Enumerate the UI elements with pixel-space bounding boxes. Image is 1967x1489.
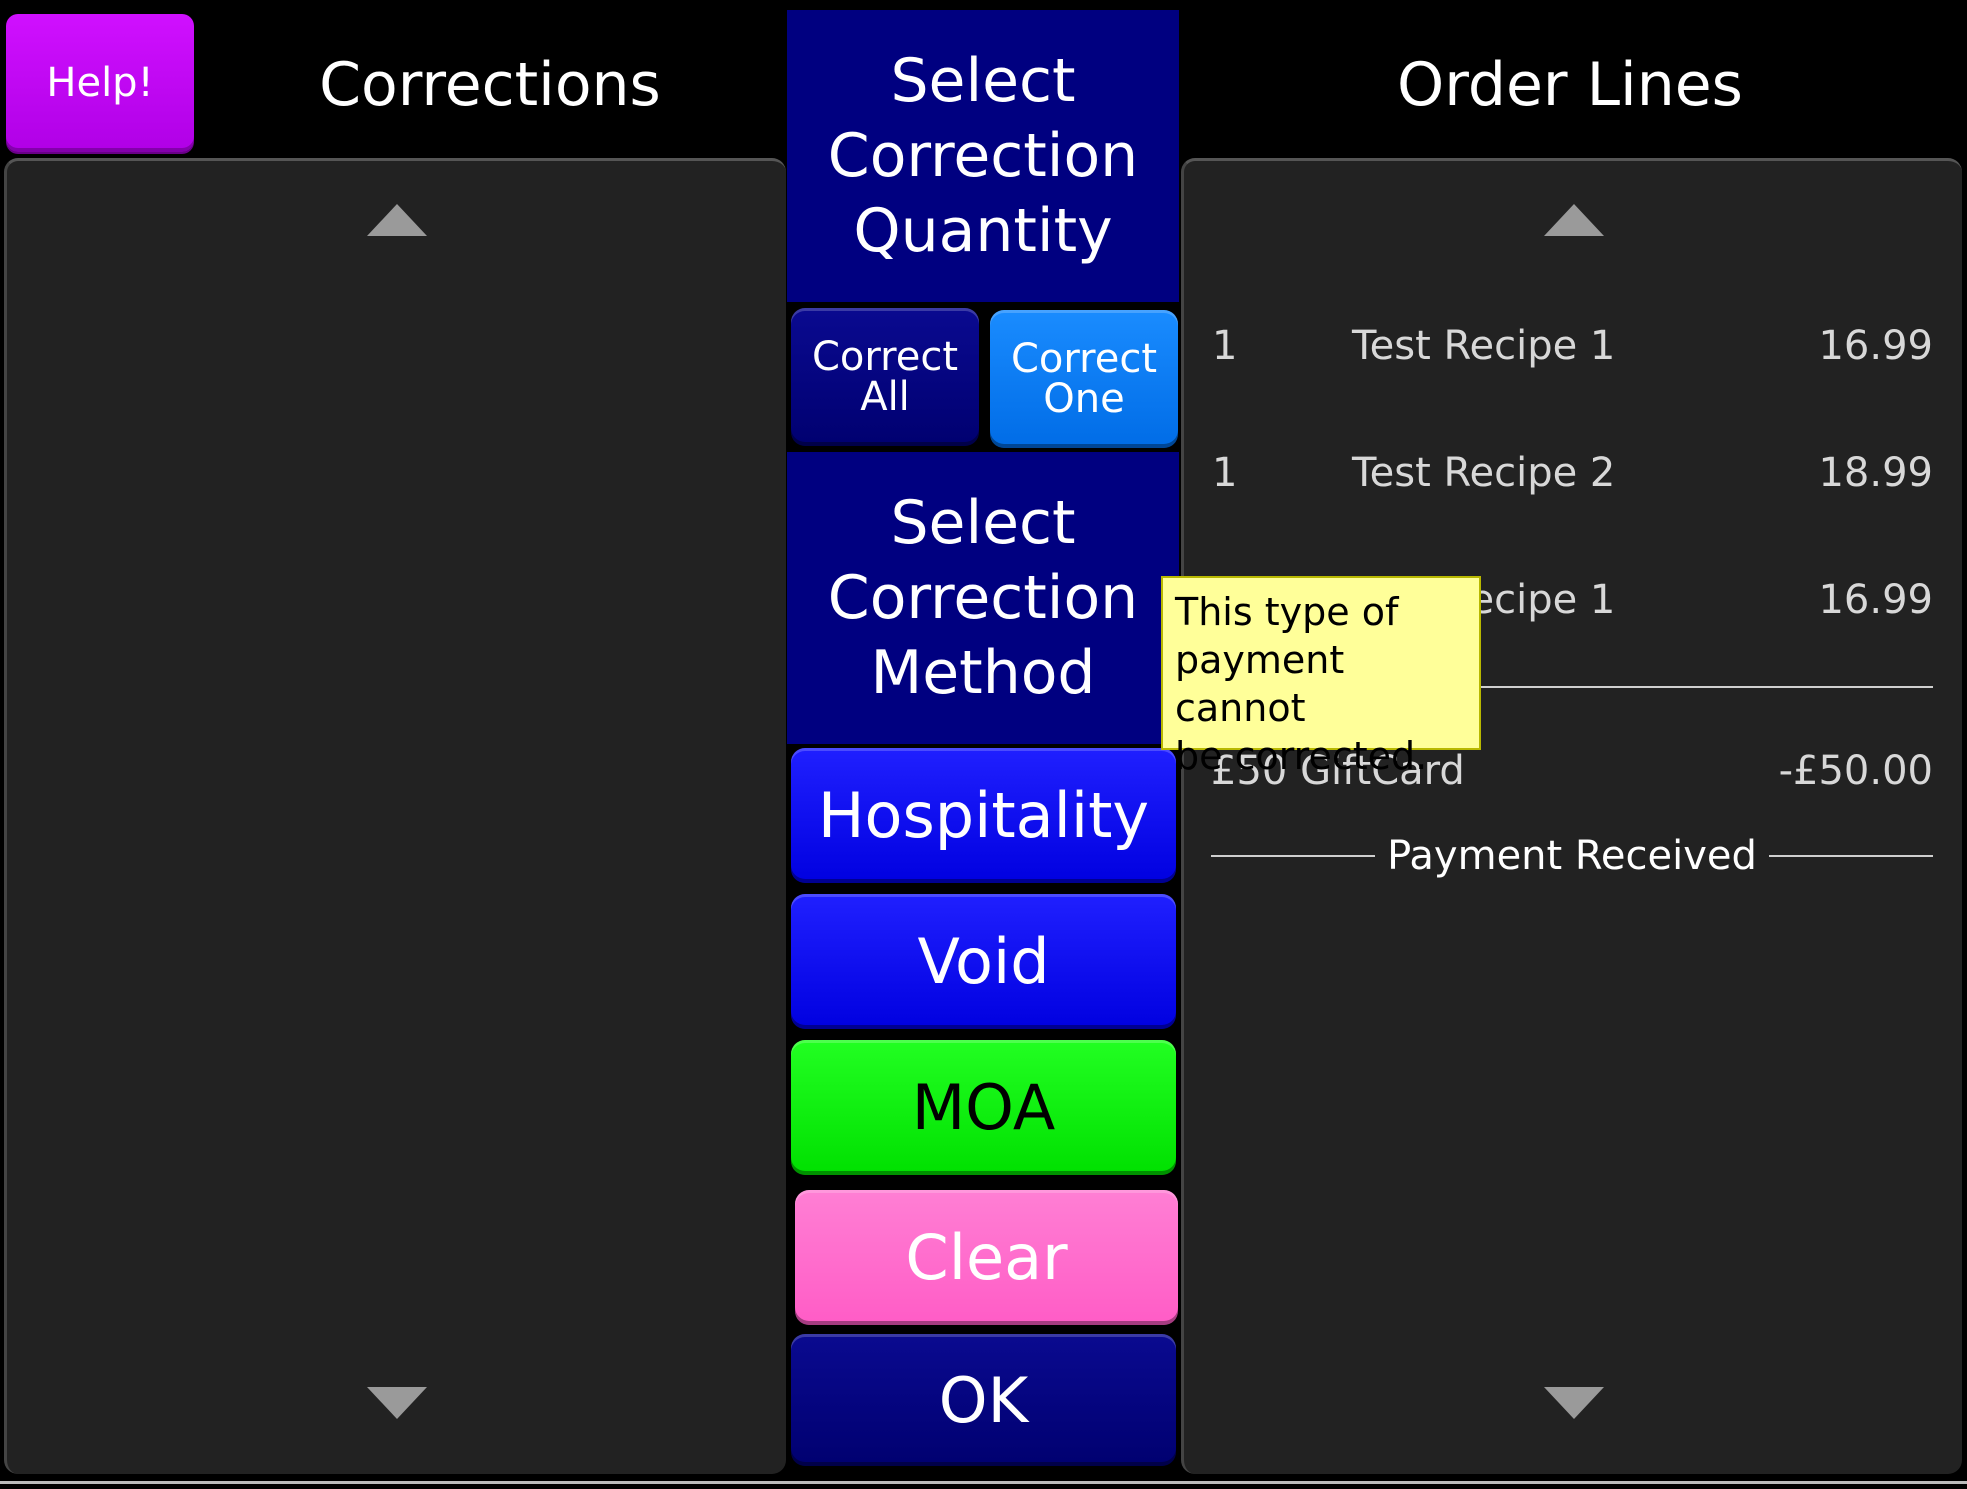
select-correction-method-header: Select Correction Method [787, 452, 1179, 744]
button-label-line: All [860, 374, 910, 420]
header-line: Correction [827, 120, 1139, 191]
scroll-down-icon[interactable] [1544, 1387, 1604, 1419]
payment-received-label: Payment Received [1387, 833, 1757, 879]
payment-name: £50 GiftCard [1211, 748, 1465, 794]
order-line-price: 16.99 [1818, 577, 1933, 623]
order-line-name: Test Recipe 1 [1352, 323, 1616, 369]
order-lines-divider [1211, 686, 1933, 688]
order-line-price: 16.99 [1818, 323, 1933, 369]
hospitality-button[interactable]: Hospitality [791, 748, 1176, 883]
order-lines-title: Order Lines [1397, 50, 1743, 120]
moa-button[interactable]: MOA [791, 1040, 1176, 1175]
help-button[interactable]: Help! [6, 14, 194, 152]
select-correction-quantity-header: Select Correction Quantity [787, 10, 1179, 302]
order-line-qty: 1 [1212, 450, 1238, 496]
payment-row[interactable]: £50 GiftCard -£50.00 [1211, 740, 1933, 800]
void-button[interactable]: Void [791, 894, 1176, 1029]
order-line-name: Test Recipe 2 [1352, 450, 1616, 496]
ok-button[interactable]: OK [791, 1334, 1176, 1466]
header-line: Select [890, 487, 1076, 558]
scroll-up-icon[interactable] [367, 204, 427, 236]
corrections-title: Corrections [319, 50, 661, 120]
tooltip-line: This type of [1175, 590, 1399, 634]
order-line-qty: 1 [1212, 323, 1238, 369]
button-label-line: One [1043, 376, 1125, 422]
error-tooltip: This type of payment cannot be corrected… [1161, 576, 1481, 778]
header-line: Method [870, 637, 1096, 708]
clear-button[interactable]: Clear [795, 1190, 1178, 1325]
tooltip-line: payment cannot [1175, 638, 1345, 730]
correct-all-button[interactable]: Correct All [791, 308, 979, 446]
divider-line [1768, 855, 1934, 857]
order-line-row[interactable]: 1 Test Recipe 2 18.99 [0, 443, 1967, 503]
scroll-up-icon[interactable] [1544, 204, 1604, 236]
tooltip-line: be corrected. [1175, 734, 1428, 778]
order-line-price: 18.99 [1818, 450, 1933, 496]
payment-amount: -£50.00 [1778, 748, 1933, 794]
order-line-row[interactable]: 1 Test Recipe 1 16.99 [0, 316, 1967, 376]
button-label-line: Correct [812, 334, 958, 380]
order-line-row[interactable]: 1 Test Recipe 1 16.99 [0, 570, 1967, 630]
header-line: Quantity [853, 195, 1113, 266]
correct-one-button[interactable]: Correct One [990, 310, 1178, 448]
scroll-down-icon[interactable] [367, 1387, 427, 1419]
bottom-border [0, 1481, 1967, 1484]
button-label-line: Correct [1011, 336, 1157, 382]
payment-received-divider: Payment Received [1211, 826, 1934, 886]
order-lines-list[interactable] [1181, 158, 1962, 1474]
header-line: Select [890, 45, 1076, 116]
header-line: Correction [827, 562, 1139, 633]
corrections-list[interactable] [4, 158, 786, 1474]
divider-line [1211, 855, 1376, 857]
